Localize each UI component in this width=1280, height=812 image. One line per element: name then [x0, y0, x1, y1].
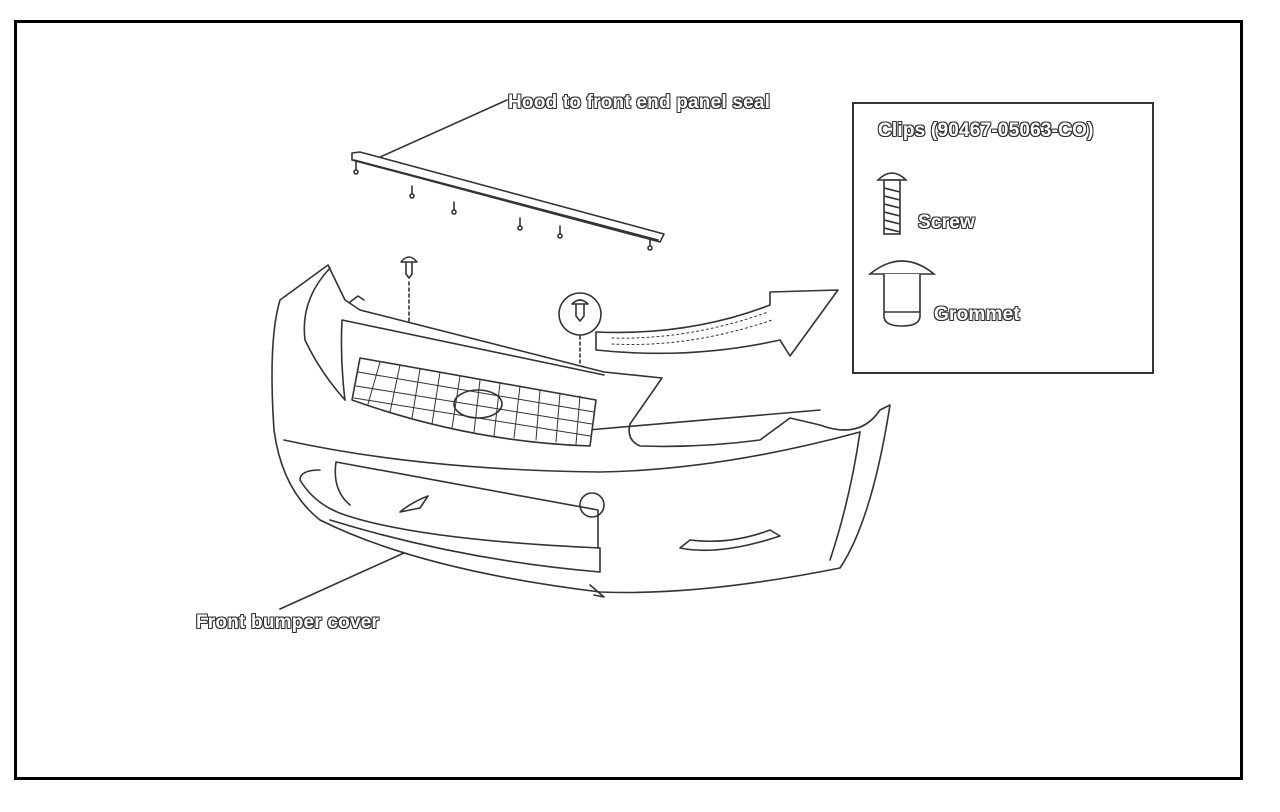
grommet-label: Grommet: [934, 304, 1020, 325]
hood-seal-strip: [351, 151, 665, 251]
bumper-grille: [351, 357, 597, 447]
screw-clip-right: [558, 292, 602, 371]
curved-arrow-icon: [595, 289, 839, 357]
seal-leader-line: [377, 99, 508, 159]
screw-label: Screw: [918, 212, 975, 233]
screw-clip-left: [400, 256, 418, 326]
seal-label: Hood to front end panel seal: [508, 92, 771, 113]
screw-icon: [876, 172, 908, 235]
clips-title: Clips (90467-05063-CO): [878, 120, 1094, 141]
grommet-icon: [868, 260, 937, 327]
bumper-label: Front bumper cover: [196, 612, 380, 633]
clips-inset: Clips (90467-05063-CO) Screw Grommet: [852, 102, 1154, 374]
bumper-leader-line: [279, 547, 416, 610]
